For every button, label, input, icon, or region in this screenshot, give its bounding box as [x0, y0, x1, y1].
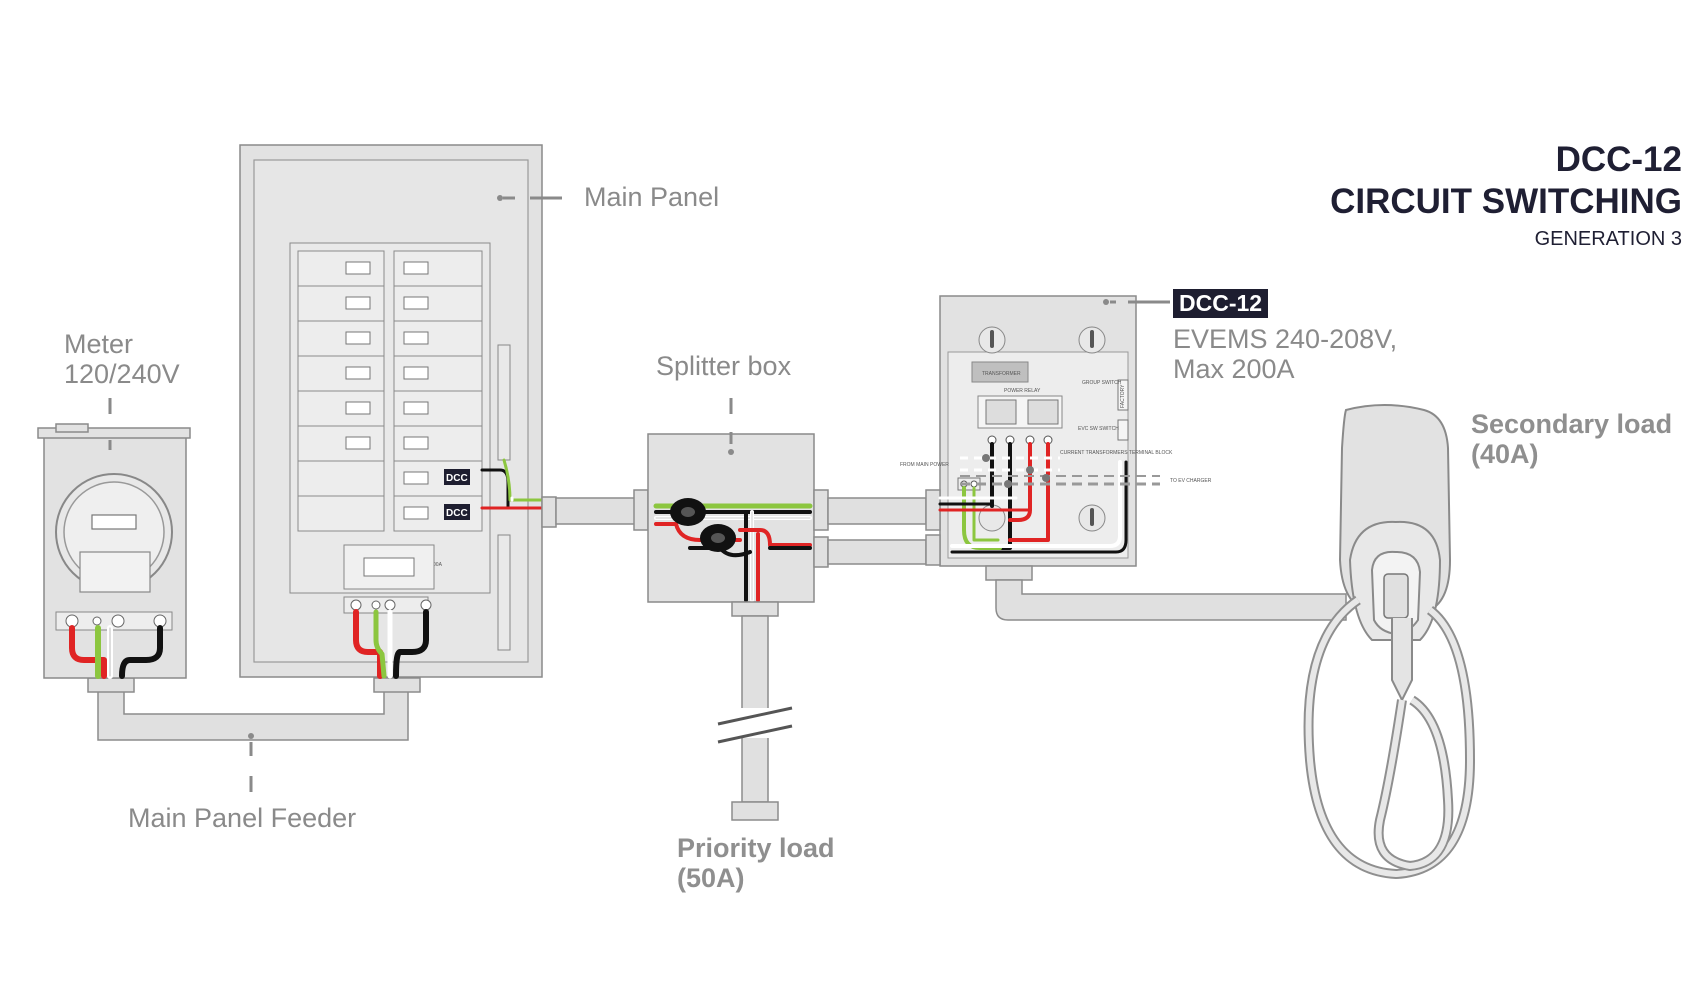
splitter-box-label: Splitter box — [656, 351, 792, 381]
main-panel-label: Main Panel — [584, 182, 720, 212]
main-panel-feeder-conduit — [87, 677, 421, 741]
breaker-switch — [403, 471, 429, 485]
main-panel: DCCDCCMAX 200A — [239, 144, 558, 679]
dcc-12-unit: TRANSFORMER POWER RELAY GROUP SWITCH EVC… — [900, 295, 1212, 567]
factory-label: FACTORY — [1120, 384, 1126, 408]
splitter-box — [647, 433, 815, 603]
meter-label-line1: Meter — [64, 329, 134, 359]
breaker-slot — [297, 320, 385, 357]
group-switch-label: GROUP SWITCH — [1082, 380, 1122, 386]
dcc-breaker-tag-text: DCC — [446, 473, 468, 484]
breaker-switch — [403, 296, 429, 310]
priority-load-label: Priority load (50A) — [677, 833, 835, 893]
breaker-array: DCCDCCMAX 200A — [297, 250, 483, 568]
dcc-12-description: EVEMS 240-208V, Max 200A — [1173, 324, 1398, 384]
meter-label: Meter 120/240V — [64, 329, 180, 389]
transformer-label: TRANSFORMER — [982, 371, 1021, 377]
breaker-switch — [345, 366, 371, 380]
breaker-switch — [345, 401, 371, 415]
breaker-slot — [297, 390, 385, 427]
breaker-switch — [345, 331, 371, 345]
dcc-breaker-tag — [444, 469, 470, 485]
priority-load-line1: Priority load — [677, 833, 835, 863]
breaker-slot — [297, 495, 385, 532]
ct-terminal-label: CURRENT TRANSFORMERS TERMINAL BLOCK — [1060, 450, 1173, 456]
breaker-switch — [403, 261, 429, 275]
secondary-load-line2: (40A) — [1471, 438, 1539, 469]
breaker-slot — [297, 285, 385, 322]
breaker-slot — [297, 425, 385, 462]
dcc-breaker-tag — [444, 504, 470, 520]
meter-label-line2: 120/240V — [64, 358, 180, 389]
breaker-switch — [403, 331, 429, 345]
breaker-switch — [403, 366, 429, 380]
meter — [37, 423, 191, 679]
main-panel-feeder-label: Main Panel Feeder — [128, 803, 357, 833]
priority-load-conduit — [717, 601, 793, 821]
ev-charger — [1303, 404, 1476, 880]
secondary-load-label: Secondary load (40A) — [1471, 409, 1673, 469]
power-relay-label: POWER RELAY — [1004, 388, 1041, 394]
evc-switch-label: EVC SW SWITCH — [1078, 426, 1119, 432]
panel-to-splitter-conduit — [541, 489, 649, 531]
breaker-switch — [345, 296, 371, 310]
to-ev-charger-label: TO EV CHARGER — [1170, 478, 1212, 484]
dcc-breaker-tag-text: DCC — [446, 508, 468, 519]
dcc-12-badge: DCC-12 — [1173, 289, 1269, 318]
splitter-to-dcc-conduit — [813, 489, 927, 568]
breaker-slot — [297, 460, 385, 497]
breaker-switch — [403, 506, 429, 520]
breaker-slot — [297, 250, 385, 287]
secondary-load-line1: Secondary load — [1471, 409, 1673, 439]
diagram-title-generation: GENERATION 3 — [1534, 228, 1682, 250]
diagram-title-main: CIRCUIT SWITCHING — [1330, 182, 1682, 221]
breaker-switch — [403, 401, 429, 415]
breaker-slot — [297, 355, 385, 392]
breaker-switch — [345, 261, 371, 275]
dcc-desc-line2: Max 200A — [1173, 353, 1295, 384]
breaker-switch — [345, 436, 371, 450]
diagram-title-model: DCC-12 — [1555, 140, 1682, 179]
breaker-switch — [403, 436, 429, 450]
dcc-desc-line1: EVEMS 240-208V, — [1173, 324, 1398, 354]
priority-load-line2: (50A) — [677, 862, 745, 893]
from-main-power-label: FROM MAIN POWER — [900, 462, 949, 468]
dcc-to-charger-conduit — [985, 565, 1347, 621]
